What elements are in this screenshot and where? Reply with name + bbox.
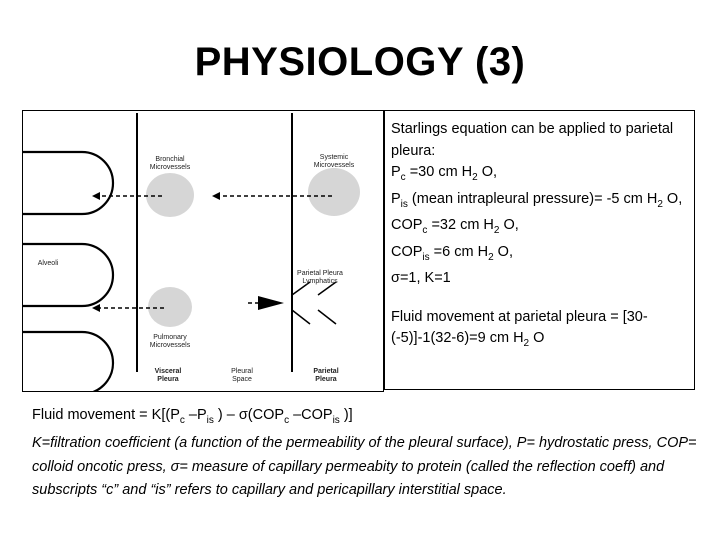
pleura-diagram-graphic bbox=[22, 110, 384, 392]
pis-line: Pis (mean intrapleural pressure)= -5 cm … bbox=[391, 189, 688, 215]
label-parietal-pleura: Parietal Pleura bbox=[306, 368, 346, 384]
label-alveoli: Alveoli bbox=[28, 260, 68, 268]
starling-equation-caption: Fluid movement = K[(Pc –Pis ) – σ(COPc –… bbox=[32, 404, 702, 503]
label-pulmonary-microvessels: Pulmonary Microvessels bbox=[140, 334, 200, 350]
label-parietal-pleura-lymphatics: Parietal Pleura Lymphatics bbox=[294, 270, 346, 286]
copis-line: COPis =6 cm H2 O, bbox=[391, 242, 688, 268]
page-title: PHYSIOLOGY (3) bbox=[0, 40, 720, 85]
label-systemic-microvessels: Systemic Microvessels bbox=[304, 154, 364, 170]
intro-text: Starlings equation can be applied to par… bbox=[391, 119, 688, 162]
label-bronchial-microvessels: Bronchial Microvessels bbox=[140, 156, 200, 172]
label-pleural-space: Pleural Space bbox=[222, 368, 262, 384]
fluid-movement-result: Fluid movement at parietal pleura = [30-… bbox=[391, 307, 688, 355]
label-visceral-pleura: Visceral Pleura bbox=[148, 368, 188, 384]
spacer bbox=[391, 290, 688, 307]
starling-parietal-box: Starlings equation can be applied to par… bbox=[384, 110, 695, 390]
sigma-k-line: σ=1, K=1 bbox=[391, 268, 688, 290]
pc-line: Pc =30 cm H2 O, bbox=[391, 162, 688, 188]
starling-equation: Fluid movement = K[(Pc –Pis ) – σ(COPc –… bbox=[32, 404, 702, 432]
copc-line: COPc =32 cm H2 O, bbox=[391, 215, 688, 241]
equation-definitions: K=filtration coefficient (a function of … bbox=[32, 432, 702, 503]
pleura-diagram: Bronchial Microvessels Systemic Microves… bbox=[22, 110, 384, 392]
